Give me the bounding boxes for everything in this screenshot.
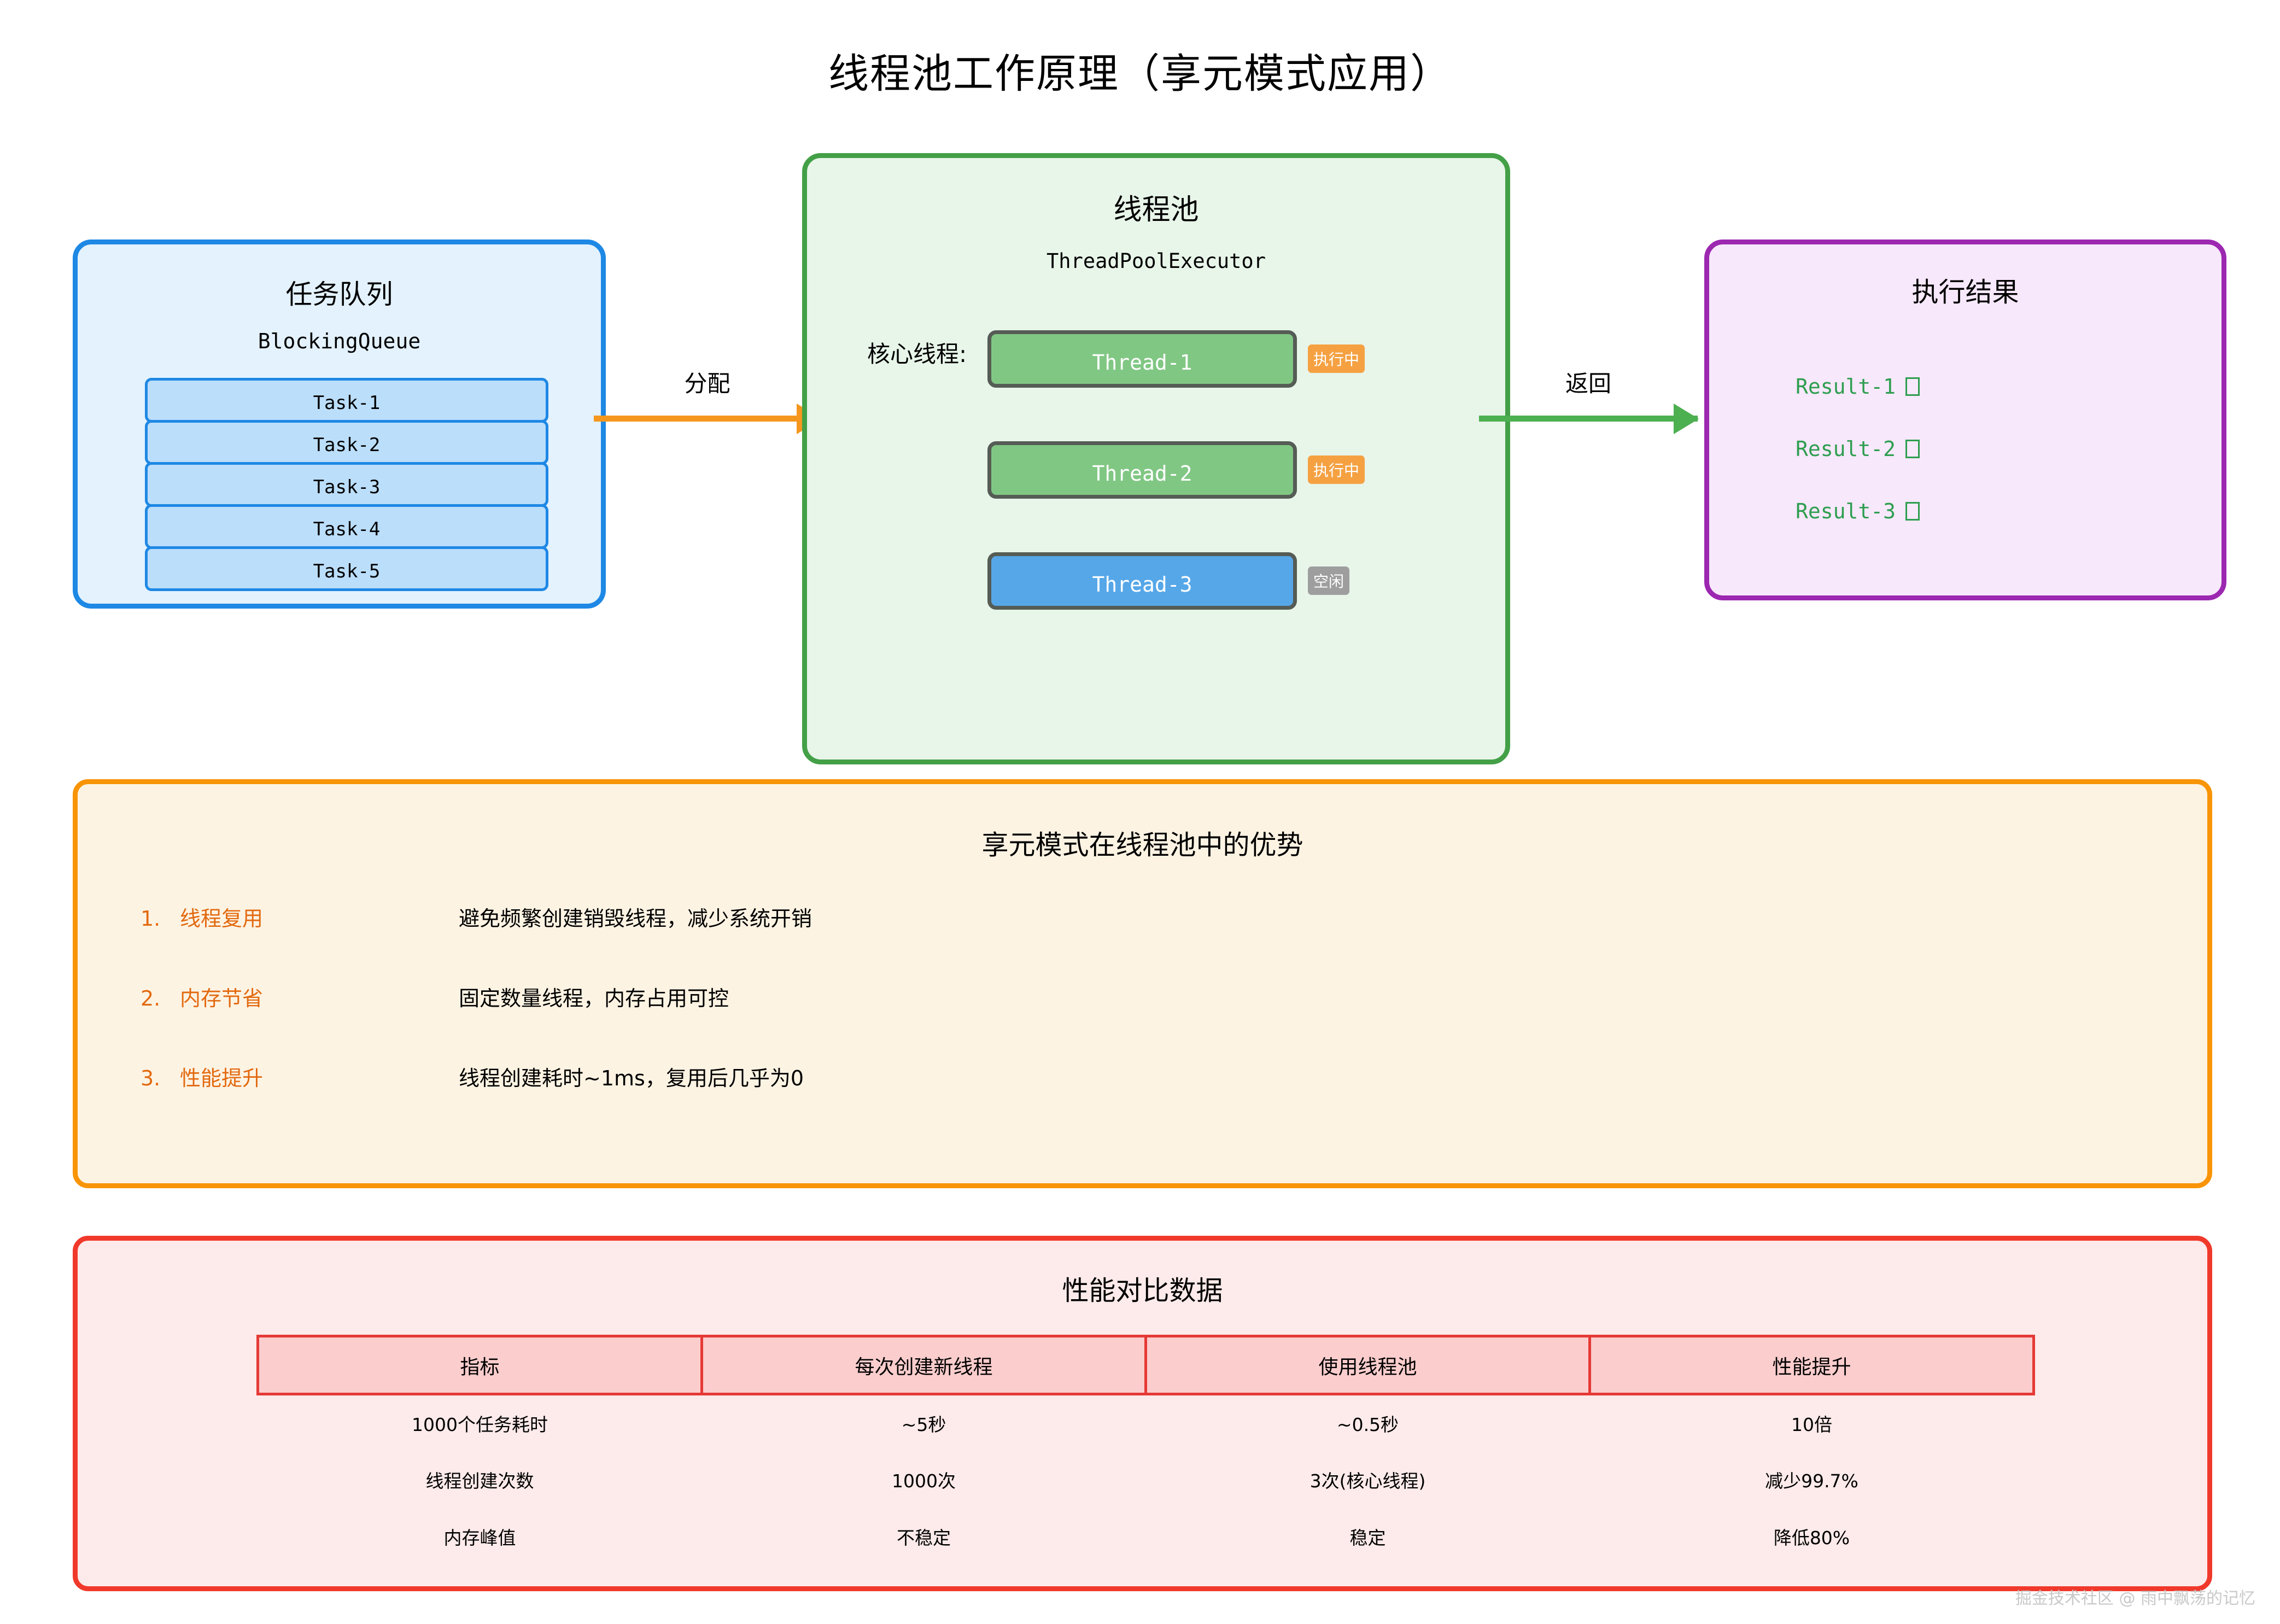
advantage-key: 内存节省 bbox=[180, 986, 264, 1010]
advantage-desc: 线程创建耗时~1ms，复用后几乎为0 bbox=[459, 1066, 804, 1090]
thread-pool-title: 线程池 bbox=[1113, 194, 1199, 226]
table-cell: 1000个任务耗时 bbox=[412, 1413, 548, 1435]
advantage-number: 2. bbox=[141, 986, 161, 1010]
advantages-list: 1. 线程复用 避免频繁创建销毁线程，减少系统开销 2. 内存节省 固定数量线程… bbox=[141, 902, 2136, 1141]
column-header: 使用线程池 bbox=[1144, 1335, 1591, 1395]
checkbox-icon bbox=[1905, 377, 1920, 396]
list-item[interactable]: Task-5 bbox=[145, 546, 548, 591]
task-queue-subtitle: BlockingQueue bbox=[258, 329, 421, 353]
performance-title: 性能对比数据 bbox=[1062, 1275, 1223, 1306]
advantage-number: 3. bbox=[141, 1066, 161, 1090]
arrow-head-icon bbox=[1674, 404, 1699, 434]
watermark: 掘金技术社区 @ 雨中飘荡的记忆 bbox=[2015, 1589, 2255, 1608]
status-badge: 执行中 bbox=[1308, 455, 1365, 484]
checkbox-icon bbox=[1905, 502, 1920, 521]
table-row: 内存峰值 不稳定 稳定 降低80% bbox=[258, 1508, 2034, 1565]
table-cell: ~0.5秒 bbox=[1336, 1413, 1399, 1435]
table-cell: ~5秒 bbox=[901, 1413, 946, 1435]
performance-panel: 性能对比数据 指标 每次创建新线程 使用线程池 性能提升 1000个任务耗时 ~… bbox=[73, 1236, 2212, 1591]
list-item: 2. 内存节省 固定数量线程，内存占用可控 bbox=[141, 982, 2136, 1012]
exec-results-title: 执行结果 bbox=[1911, 277, 2019, 308]
list-item[interactable]: Task-3 bbox=[145, 462, 548, 507]
advantages-title: 享元模式在线程池中的优势 bbox=[981, 829, 1303, 861]
thread-box[interactable]: Thread-1 bbox=[987, 330, 1297, 388]
list-item: Result-3 bbox=[1796, 499, 1920, 523]
advantage-key: 性能提升 bbox=[180, 1066, 264, 1090]
column-header: 每次创建新线程 bbox=[700, 1335, 1147, 1395]
list-item: Result-2 bbox=[1796, 437, 1920, 461]
allocate-arrow-label: 分配 bbox=[684, 370, 730, 397]
column-header: 性能提升 bbox=[1588, 1335, 2035, 1395]
thread-row: Thread-2 执行中 bbox=[987, 441, 1365, 499]
list-item[interactable]: Task-4 bbox=[145, 504, 548, 549]
thread-pool-subtitle: ThreadPoolExecutor bbox=[1047, 249, 1266, 273]
list-item[interactable]: Task-1 bbox=[145, 378, 548, 423]
table-cell: 降低80% bbox=[1773, 1527, 1850, 1549]
return-arrow-label: 返回 bbox=[1565, 370, 1611, 397]
table-cell: 减少99.7% bbox=[1765, 1470, 1858, 1492]
table-cell: 稳定 bbox=[1349, 1527, 1386, 1549]
advantages-panel: 享元模式在线程池中的优势 1. 线程复用 避免频繁创建销毁线程，减少系统开销 2… bbox=[73, 779, 2212, 1188]
performance-table: 指标 每次创建新线程 使用线程池 性能提升 1000个任务耗时 ~5秒 ~0.5… bbox=[256, 1335, 2035, 1565]
thread-row: Thread-1 执行中 bbox=[987, 330, 1365, 388]
thread-pool-panel: 线程池 ThreadPoolExecutor 核心线程: Thread-1 执行… bbox=[802, 153, 1510, 764]
table-cell: 线程创建次数 bbox=[425, 1470, 534, 1492]
result-list: Result-1 Result-2 Result-3 bbox=[1796, 375, 1920, 562]
table-cell: 3次(核心线程) bbox=[1309, 1470, 1426, 1492]
status-badge: 执行中 bbox=[1308, 344, 1365, 373]
column-header: 指标 bbox=[256, 1335, 703, 1395]
status-badge: 空闲 bbox=[1308, 566, 1350, 595]
thread-row: Thread-3 空闲 bbox=[987, 552, 1350, 610]
thread-box[interactable]: Thread-2 bbox=[987, 441, 1297, 499]
thread-box[interactable]: Thread-3 bbox=[987, 552, 1297, 610]
list-item[interactable]: Task-2 bbox=[145, 420, 548, 465]
advantage-desc: 固定数量线程，内存占用可控 bbox=[459, 986, 729, 1010]
exec-results-panel: 执行结果 Result-1 Result-2 Result-3 bbox=[1704, 239, 2226, 600]
result-label: Result-3 bbox=[1796, 499, 1896, 523]
result-label: Result-1 bbox=[1796, 375, 1896, 399]
result-label: Result-2 bbox=[1796, 437, 1896, 461]
advantage-key: 线程复用 bbox=[180, 907, 264, 931]
arrow-line bbox=[594, 416, 821, 422]
table-row: 1000个任务耗时 ~5秒 ~0.5秒 10倍 bbox=[258, 1394, 2034, 1451]
advantage-desc: 避免频繁创建销毁线程，减少系统开销 bbox=[459, 907, 812, 931]
list-item: 3. 性能提升 线程创建耗时~1ms，复用后几乎为0 bbox=[141, 1061, 2136, 1091]
list-item: 1. 线程复用 避免频繁创建销毁线程，减少系统开销 bbox=[141, 902, 2136, 932]
table-cell: 内存峰值 bbox=[443, 1527, 516, 1549]
checkbox-icon bbox=[1905, 440, 1920, 458]
core-threads-label: 核心线程: bbox=[867, 341, 967, 367]
arrow-line bbox=[1479, 416, 1698, 422]
advantage-number: 1. bbox=[141, 907, 161, 931]
task-list: Task-1 Task-2 Task-3 Task-4 Task-5 bbox=[145, 378, 548, 591]
table-cell: 1000次 bbox=[892, 1470, 956, 1492]
list-item: Result-1 bbox=[1796, 375, 1920, 399]
table-header-row: 指标 每次创建新线程 使用线程池 性能提升 bbox=[256, 1335, 2035, 1395]
thread-list: Thread-1 执行中 Thread-2 执行中 Thread-3 空闲 bbox=[987, 330, 1365, 663]
table-row: 线程创建次数 1000次 3次(核心线程) 减少99.7% bbox=[258, 1451, 2034, 1508]
table-cell: 不稳定 bbox=[897, 1527, 951, 1549]
table-cell: 10倍 bbox=[1791, 1413, 1832, 1435]
task-queue-panel: 任务队列 BlockingQueue Task-1 Task-2 Task-3 … bbox=[73, 239, 606, 609]
page-title: 线程池工作原理（享元模式应用） bbox=[828, 50, 1452, 97]
task-queue-title: 任务队列 bbox=[285, 279, 393, 310]
